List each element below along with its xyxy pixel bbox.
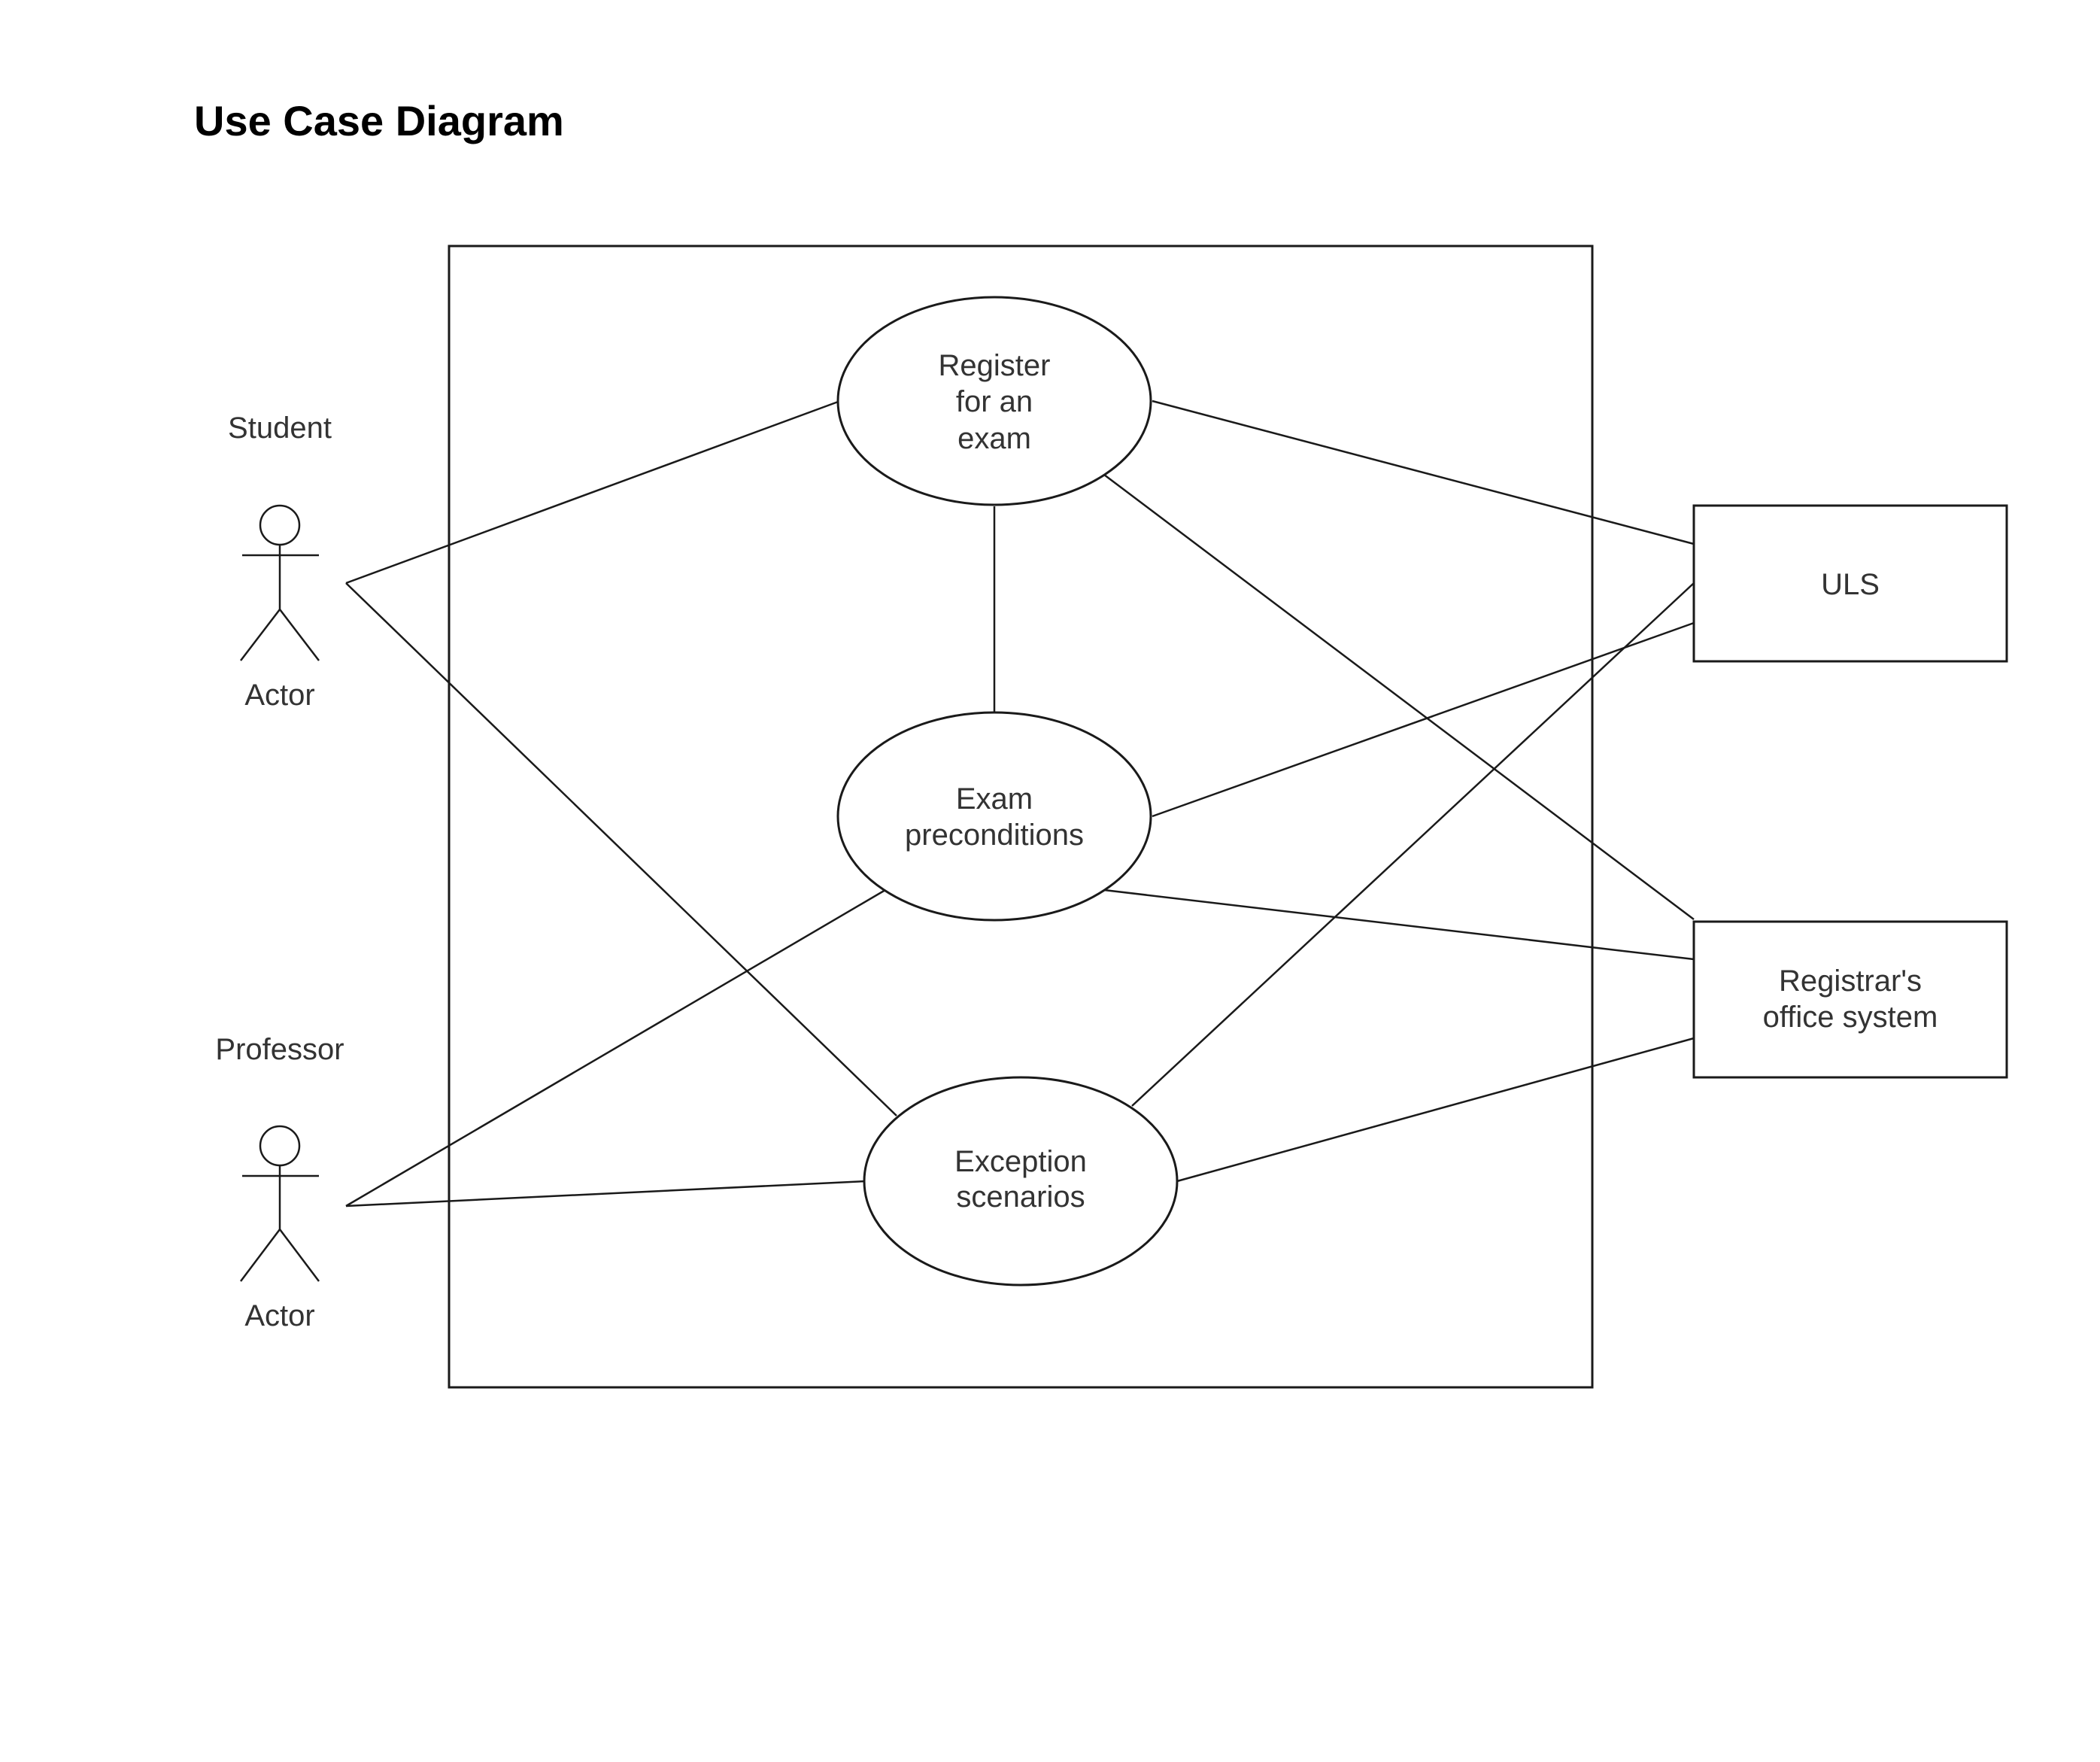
system-label-line: ULS [1821,568,1880,601]
association-exceptions-registrar [1176,1037,1695,1183]
use-case-label-line: for an [956,385,1033,418]
use-case-label-line: scenarios [956,1180,1085,1214]
student-role-label: Student [228,412,332,445]
system-label-line: office system [1763,1001,1938,1034]
stick-figure-icon [240,1125,320,1282]
use-case-exam-preconditions: Exam preconditions [836,711,1152,922]
use-case-register-for-exam: Register for an exam [836,296,1152,506]
page-title: Use Case Diagram [194,97,564,144]
use-case-label-line: Exception [954,1145,1087,1178]
use-case-label-line: exam [957,422,1031,455]
actor-professor: Professor Actor [215,1033,344,1332]
associations [345,399,1695,1208]
use-case-label-line: preconditions [905,819,1084,852]
student-type-label: Actor [244,679,314,712]
use-case-exception-scenarios: Exception scenarios [863,1076,1179,1287]
system-registrars-office: Registrar's office system [1692,920,2008,1079]
association-professor-exceptions [345,1180,867,1208]
actor-student: Student Actor [228,412,332,712]
association-register-registrar [1103,474,1695,920]
use-case-label-line: Register [939,349,1051,382]
association-preconditions-registrar [1103,889,1695,961]
system-label-line: Registrar's [1779,965,1922,998]
association-student-register [345,399,841,585]
system-uls: ULS [1692,504,2008,663]
association-preconditions-uls [1152,621,1695,818]
professor-type-label: Actor [244,1299,314,1332]
association-register-uls [1152,399,1695,545]
system-boundary [448,245,1594,1389]
association-professor-preconditions [345,889,886,1208]
professor-role-label: Professor [215,1033,344,1066]
association-student-exceptions [345,582,897,1116]
stick-figure-icon [240,504,320,661]
use-case-label-line: Exam [956,782,1033,816]
association-exceptions-uls [1131,582,1695,1107]
